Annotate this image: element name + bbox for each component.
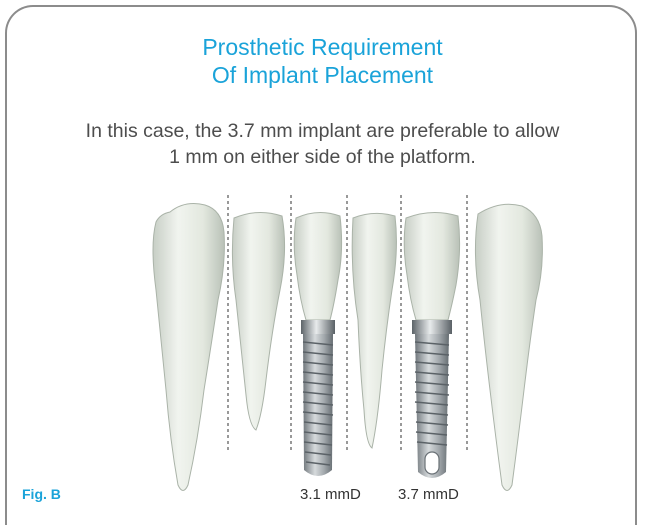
implant-3-7	[412, 320, 452, 478]
implant-3-1	[301, 320, 335, 476]
tooth-crown-left-implant	[294, 212, 341, 320]
tooth-canine-right	[475, 204, 542, 490]
tooth-canine-left	[153, 204, 224, 491]
tooth-lateral-incisor-left	[232, 212, 284, 430]
tooth-crown-right-implant	[404, 212, 459, 320]
implant-label-right: 3.7 mmD	[398, 486, 478, 503]
tooth-central-incisor	[352, 213, 396, 448]
implant-label-left: 3.1 mmD	[300, 486, 380, 503]
figure-label: Fig. B	[22, 486, 61, 502]
